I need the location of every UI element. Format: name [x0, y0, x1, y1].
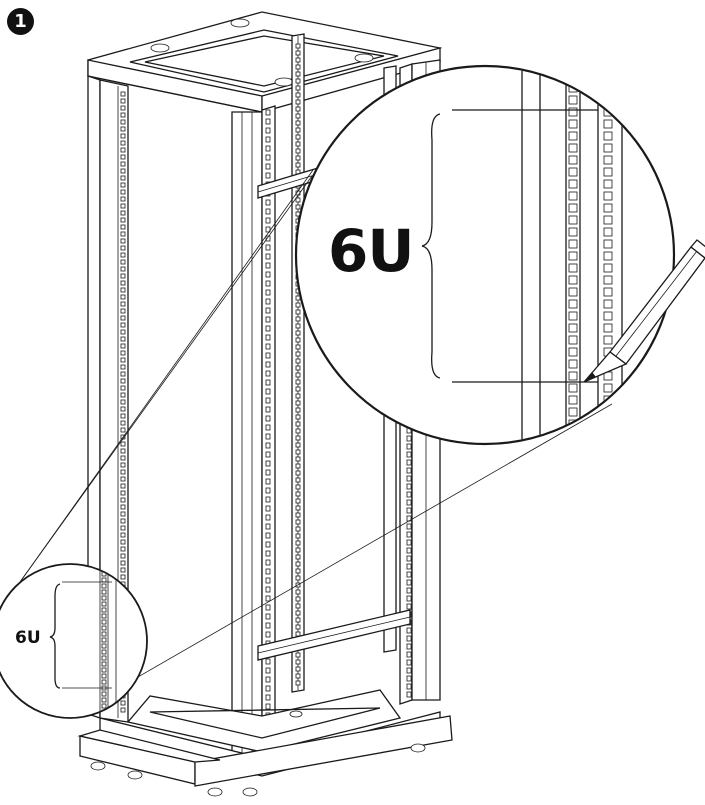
magnifier-callout-circle	[294, 64, 676, 446]
bracket-brace	[421, 113, 441, 379]
small-unit-label: 6U	[15, 628, 41, 648]
zoom-unit-label: 6U	[328, 217, 414, 285]
pencil-icon	[583, 239, 705, 383]
small-callout-circle	[0, 563, 148, 719]
callout-lines	[19, 169, 613, 701]
step-number-badge: 1	[7, 8, 34, 35]
